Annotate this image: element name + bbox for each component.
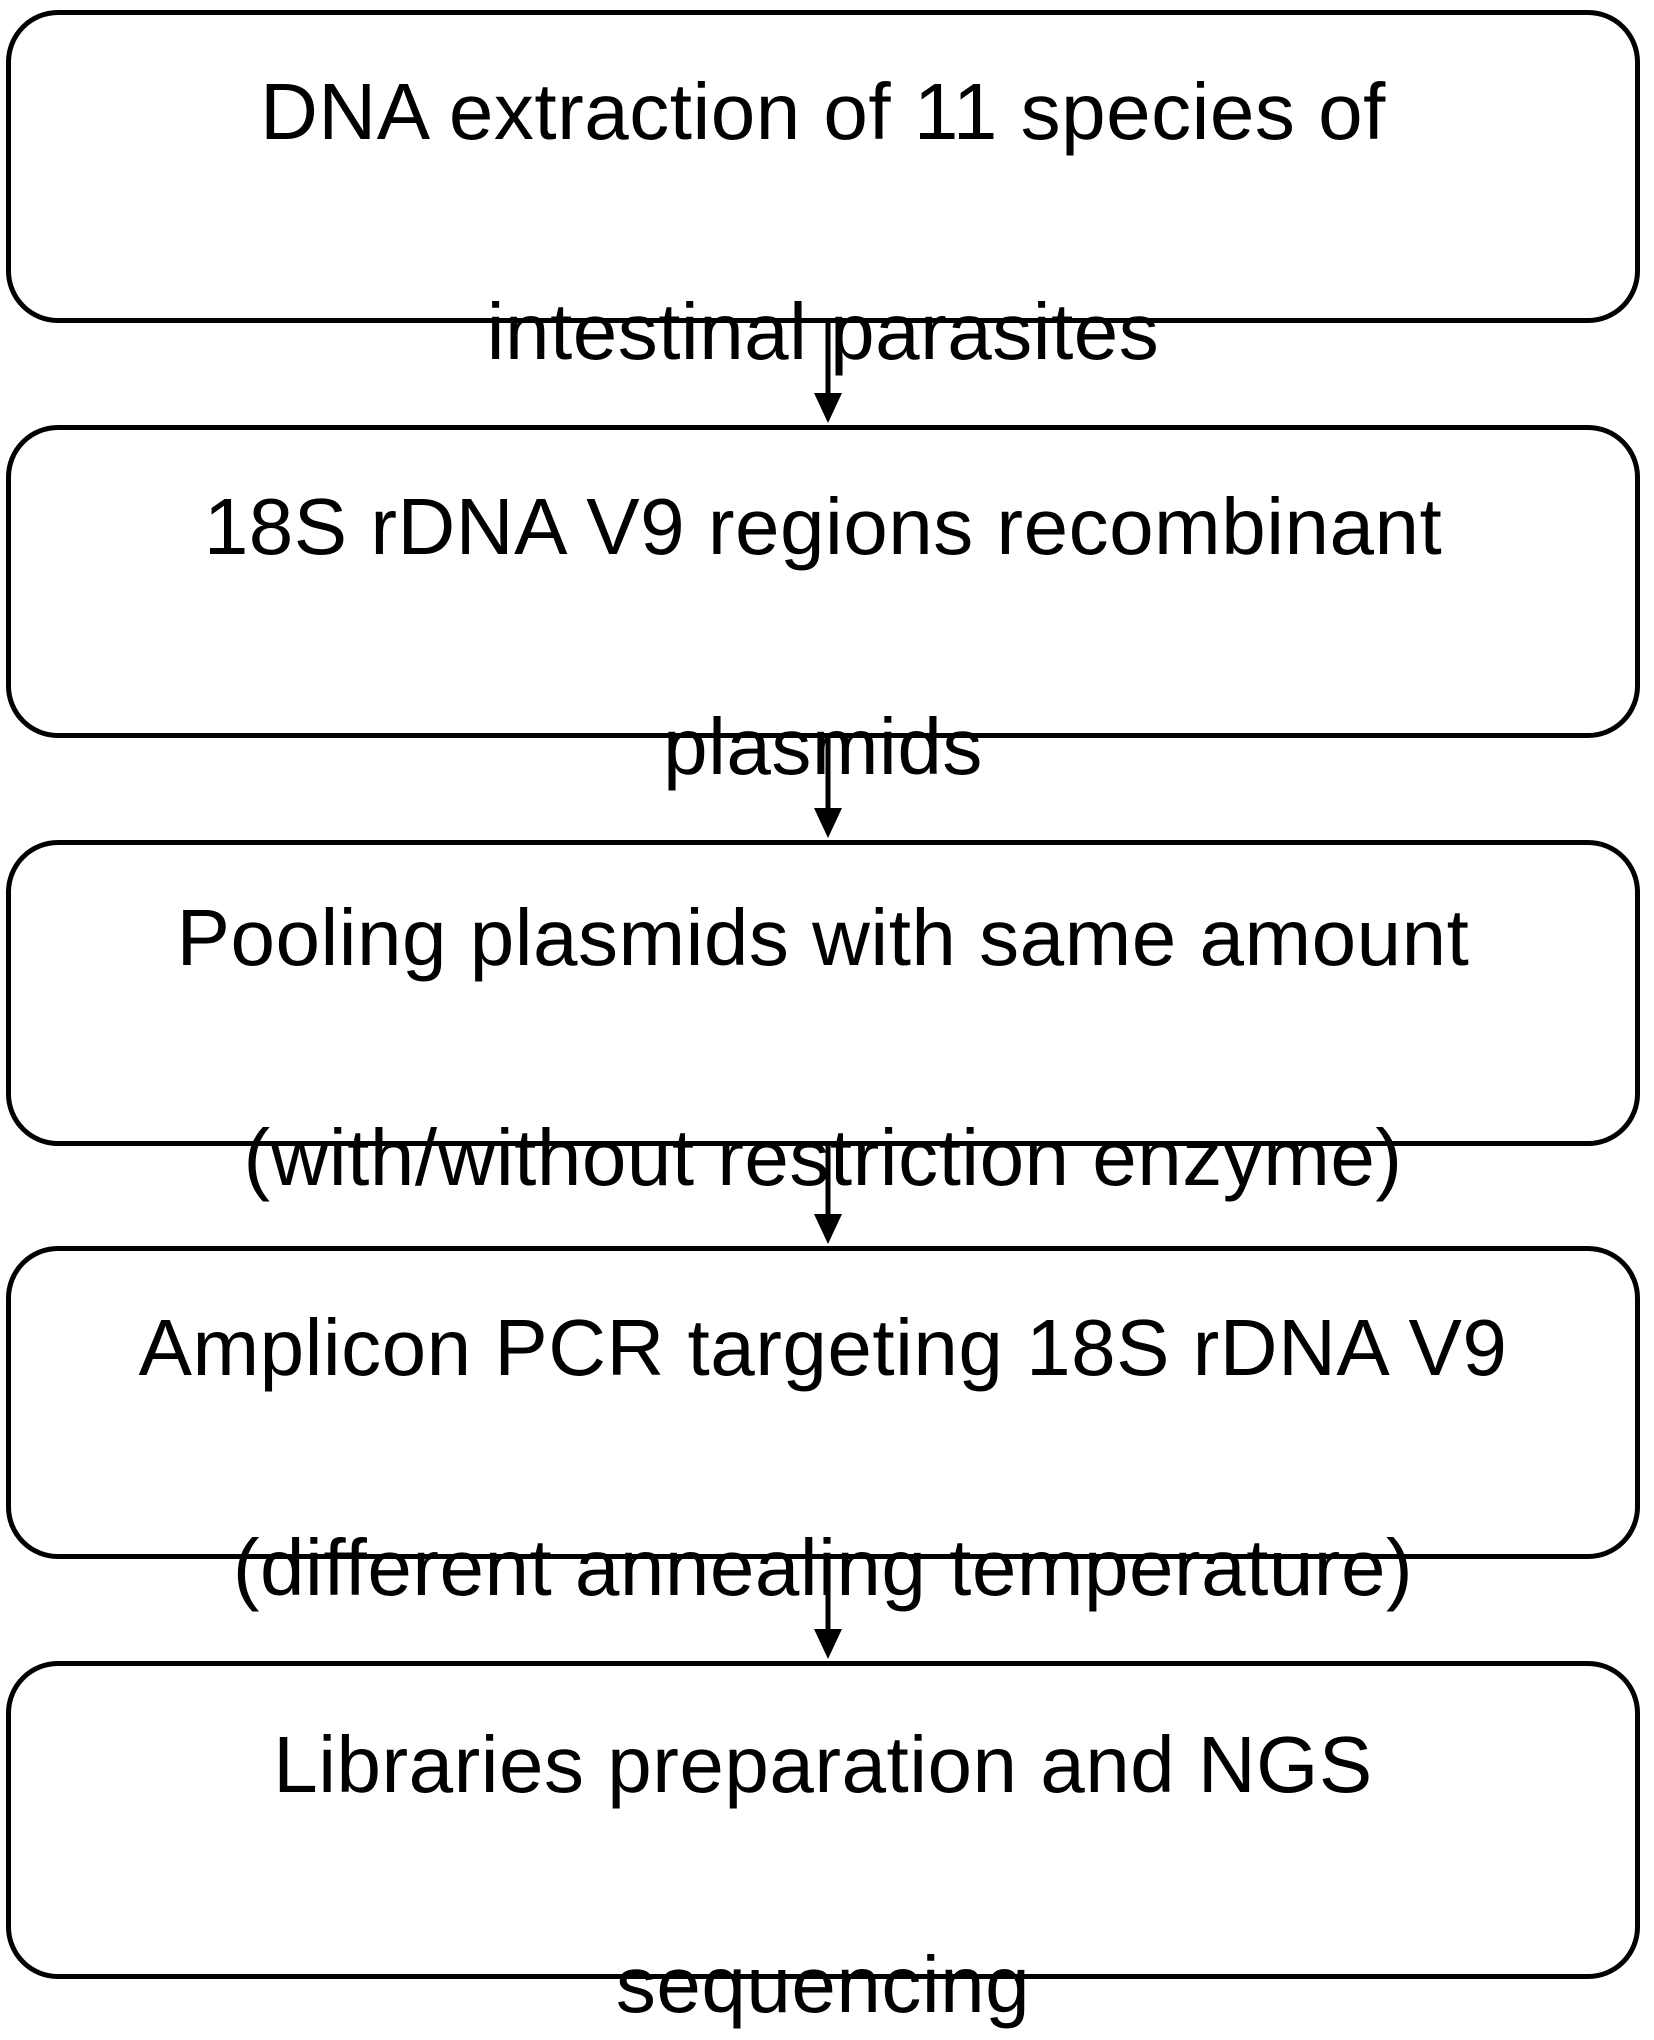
- down-arrow-icon: [810, 1559, 846, 1661]
- step-label-line-2: sequencing: [615, 1940, 1031, 2029]
- flowchart: DNA extraction of 11 species of intestin…: [6, 10, 1640, 2029]
- step-label-line-1: DNA extraction of 11 species of: [260, 66, 1386, 156]
- down-arrow-icon: [810, 738, 846, 840]
- down-arrow-icon: [810, 323, 846, 425]
- step-pooling-plasmids: Pooling plasmids with same amount (with/…: [6, 840, 1640, 1202]
- down-arrow-icon: [810, 1146, 846, 1246]
- step-label: Libraries preparation and NGS sequencing: [273, 1600, 1373, 2040]
- step-label: Pooling plasmids with same amount (with/…: [177, 773, 1470, 1213]
- step-label: DNA extraction of 11 species of intestin…: [260, 0, 1386, 387]
- step-label-line-2: (with/without restriction enzyme): [243, 1113, 1403, 1202]
- step-recombinant-plasmids: 18S rDNA V9 regions recombinant plasmids: [6, 425, 1640, 791]
- step-dna-extraction: DNA extraction of 11 species of intestin…: [6, 10, 1640, 376]
- step-label-line-2: plasmids: [663, 701, 983, 791]
- step-label: Amplicon PCR targeting 18S rDNA V9 (diff…: [139, 1183, 1508, 1623]
- step-label-line-2: (different annealing temperature): [232, 1522, 1414, 1612]
- step-label-line-1: Pooling plasmids with same amount: [176, 893, 1470, 982]
- step-amplicon-pcr: Amplicon PCR targeting 18S rDNA V9 (diff…: [6, 1246, 1640, 1612]
- step-label: 18S rDNA V9 regions recombinant plasmids: [204, 362, 1442, 802]
- step-label-line-1: Libraries preparation and NGS: [273, 1720, 1373, 1809]
- step-label-line-2: intestinal parasites: [486, 286, 1160, 376]
- step-label-line-1: Amplicon PCR targeting 18S rDNA V9: [138, 1302, 1508, 1392]
- step-label-line-1: 18S rDNA V9 regions recombinant: [203, 481, 1443, 571]
- step-ngs-sequencing: Libraries preparation and NGS sequencing: [6, 1661, 1640, 2029]
